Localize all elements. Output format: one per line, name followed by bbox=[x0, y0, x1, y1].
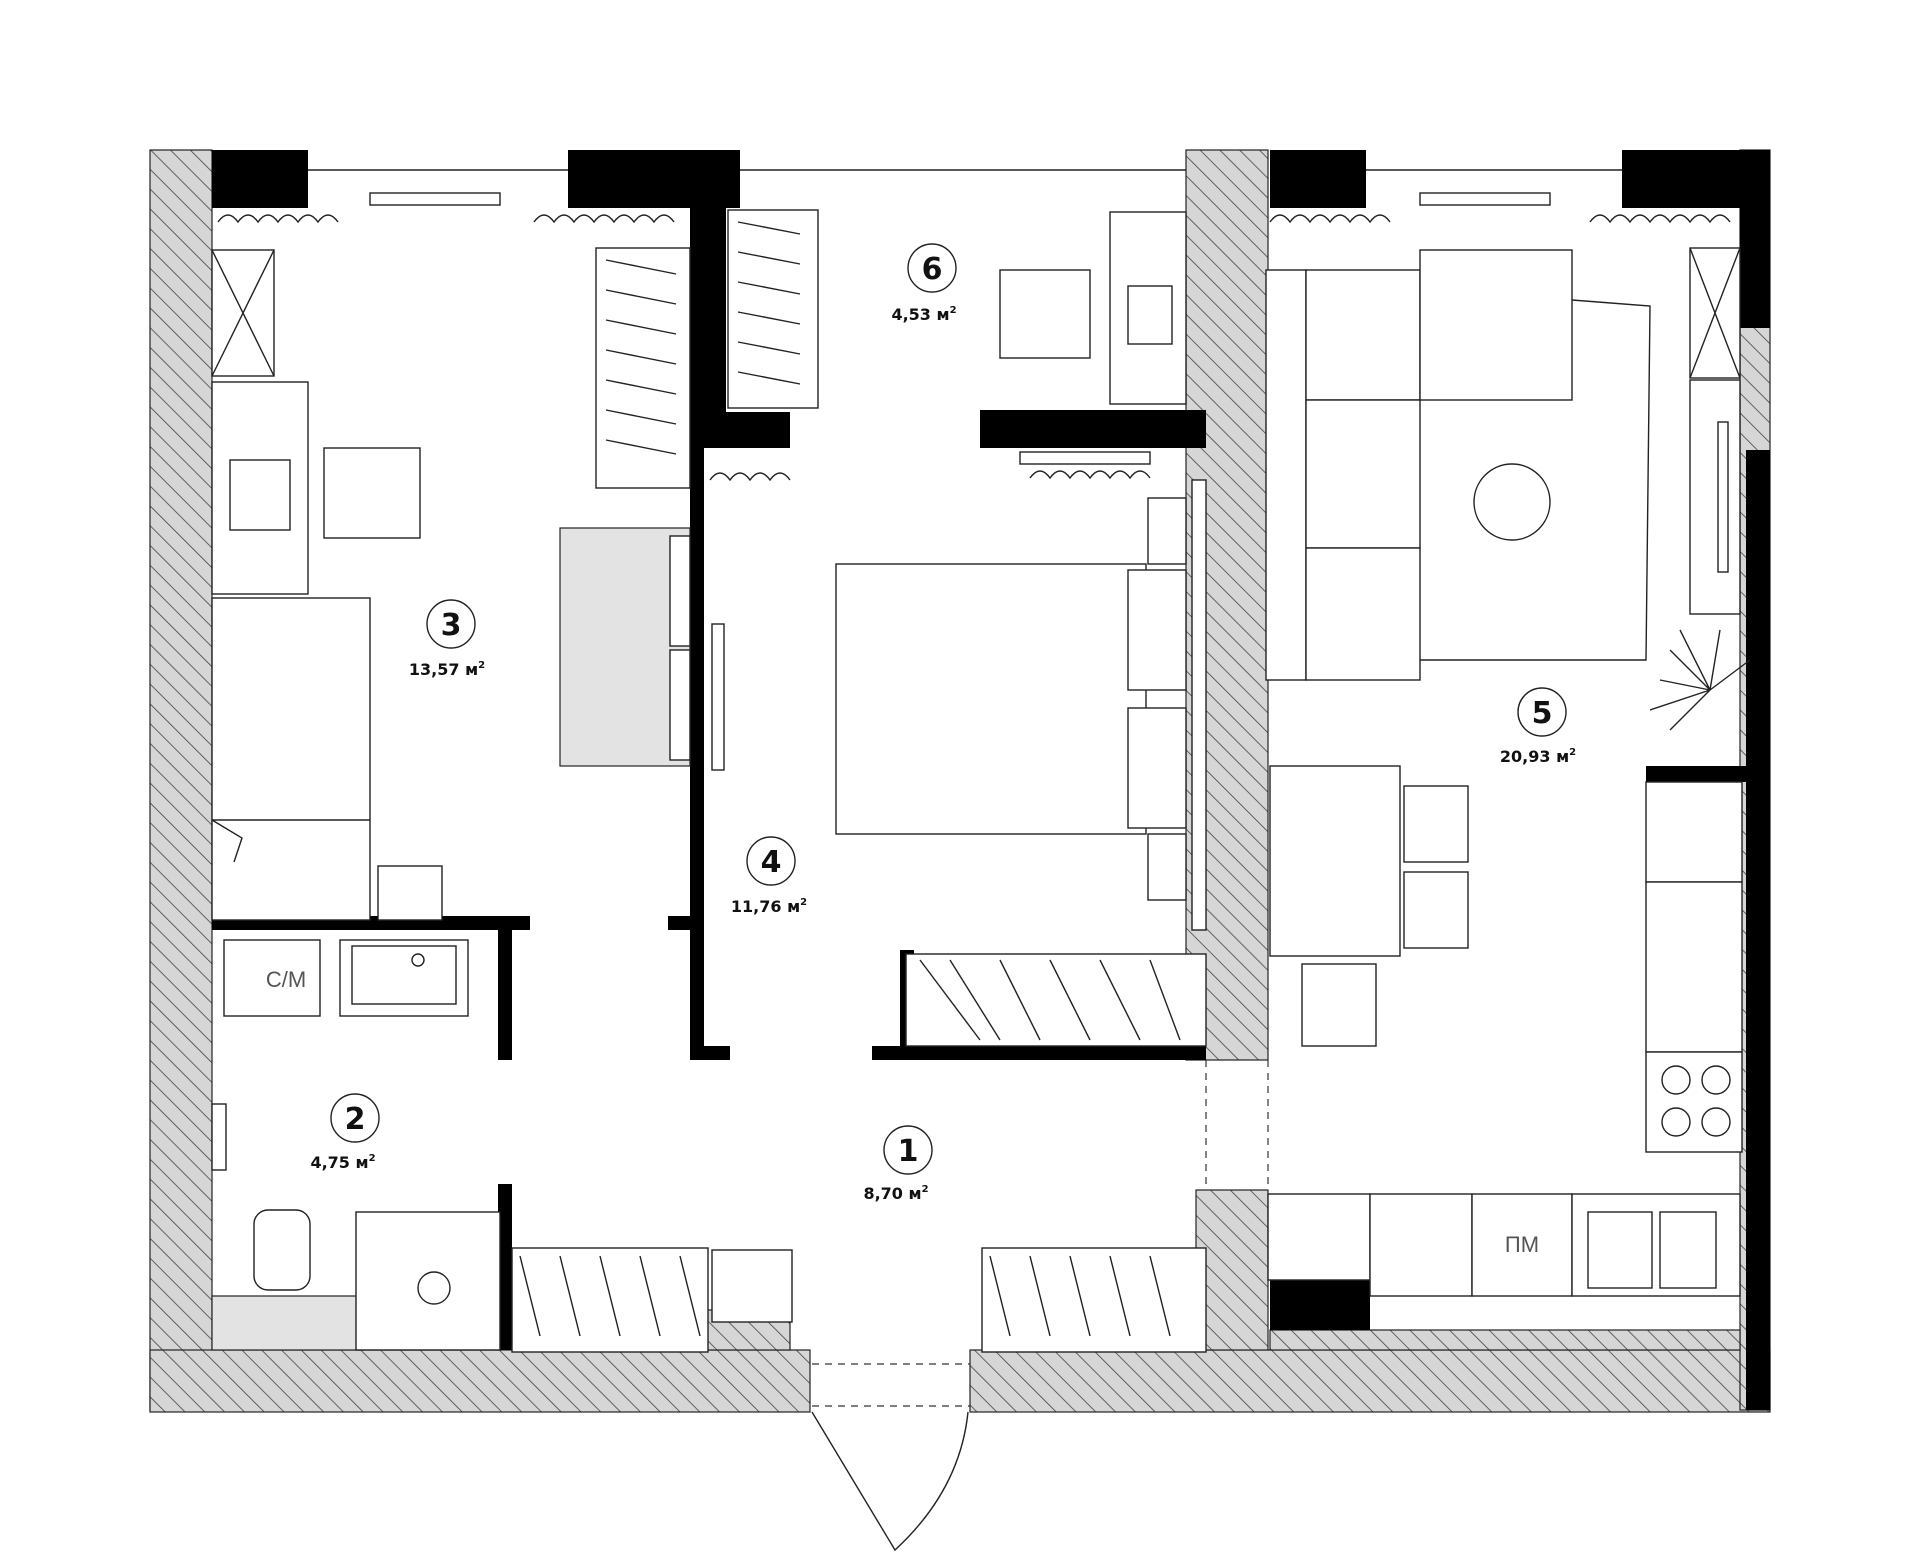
room-unit: м bbox=[937, 305, 950, 324]
washing-machine bbox=[223, 939, 321, 1017]
tv-icon bbox=[1717, 421, 1729, 573]
nightstand-bottom bbox=[1147, 833, 1187, 901]
room-number: 5 bbox=[1532, 696, 1553, 731]
bed-4 bbox=[835, 563, 1147, 835]
unit-exponent: 2 bbox=[922, 1184, 929, 1195]
room-unit: м bbox=[787, 897, 800, 916]
room-label-2: 2 4,75 м2 bbox=[310, 1093, 380, 1172]
room-unit: м bbox=[909, 1184, 922, 1203]
room-area: 20,93 bbox=[1500, 747, 1551, 766]
unit-exponent: 2 bbox=[800, 897, 807, 908]
shoe-bench bbox=[711, 1249, 793, 1323]
unit-exponent: 2 bbox=[950, 305, 957, 316]
nightstand-top bbox=[1147, 497, 1187, 565]
chair-6 bbox=[999, 269, 1091, 359]
hall-wardrobe-right bbox=[981, 1247, 1207, 1353]
room-number: 4 bbox=[761, 845, 782, 880]
svg-text:13,57 м2: 13,57 м2 bbox=[409, 660, 485, 679]
room-1-furniture bbox=[511, 1060, 1269, 1552]
svg-text:8,70 м2: 8,70 м2 bbox=[863, 1184, 928, 1203]
dining-chair bbox=[1403, 785, 1469, 863]
room-area: 13,57 bbox=[409, 660, 460, 679]
svg-text:4,53 м2: 4,53 м2 bbox=[891, 305, 956, 324]
hood bbox=[1645, 781, 1743, 883]
rug bbox=[559, 527, 691, 767]
room-number: 2 bbox=[345, 1102, 366, 1137]
dining-chair bbox=[1301, 963, 1377, 1047]
room-area: 4,75 bbox=[310, 1153, 349, 1172]
room-number: 3 bbox=[441, 608, 462, 643]
room-5-furniture bbox=[1265, 247, 1751, 1297]
room-unit: м bbox=[465, 660, 478, 679]
room-label-1: 1 8,70 м2 bbox=[863, 1125, 933, 1203]
room-4-furniture bbox=[711, 479, 1207, 1047]
unit-exponent: 2 bbox=[1569, 747, 1576, 758]
laptop-icon bbox=[229, 459, 291, 531]
sofa-chaise bbox=[1419, 249, 1573, 401]
room-label-6: 6 4,53 м2 bbox=[891, 243, 957, 324]
svg-text:11,76 м2: 11,76 м2 bbox=[731, 897, 807, 916]
laptop-icon bbox=[1127, 285, 1173, 345]
room-label-4: 4 11,76 м2 bbox=[731, 836, 807, 916]
cooktop bbox=[1645, 1051, 1743, 1153]
coffee-table bbox=[1473, 463, 1551, 541]
room-3-furniture bbox=[211, 247, 691, 921]
room-area: 11,76 bbox=[731, 897, 782, 916]
tv-icon bbox=[711, 623, 725, 771]
wardrobe bbox=[595, 247, 691, 489]
room-unit: м bbox=[1556, 747, 1569, 766]
dishwasher bbox=[1471, 1193, 1573, 1297]
dining-table bbox=[1269, 765, 1401, 957]
toilet bbox=[253, 1209, 311, 1291]
wardrobe-6 bbox=[727, 209, 819, 409]
unit-exponent: 2 bbox=[478, 660, 485, 671]
room-6-furniture bbox=[727, 209, 1187, 409]
svg-text:20,93 м2: 20,93 м2 bbox=[1500, 747, 1576, 766]
room-number: 6 bbox=[922, 252, 943, 287]
room-2-furniture bbox=[211, 939, 501, 1351]
room-unit: м bbox=[356, 1153, 369, 1172]
room-area: 4,53 bbox=[891, 305, 930, 324]
tv-stand bbox=[1689, 379, 1741, 615]
room-label-5: 5 20,93 м2 bbox=[1500, 687, 1576, 766]
nightstand bbox=[377, 865, 443, 921]
room-label-3: 3 13,57 м2 bbox=[409, 599, 485, 679]
sofa-back bbox=[1265, 269, 1307, 681]
chair bbox=[323, 447, 421, 539]
plant-icon bbox=[1649, 629, 1751, 731]
room-number: 1 bbox=[898, 1134, 919, 1169]
sofa-seat-1 bbox=[1305, 269, 1421, 401]
room-area: 8,70 bbox=[863, 1184, 902, 1203]
dining-chair bbox=[1403, 871, 1469, 949]
unit-exponent: 2 bbox=[369, 1153, 376, 1164]
dishwasher-label: ПМ bbox=[1505, 1232, 1539, 1257]
windows bbox=[217, 169, 1731, 482]
bed bbox=[211, 597, 371, 921]
wardrobe-4 bbox=[905, 953, 1207, 1047]
washing-machine-label: С/М bbox=[266, 967, 306, 992]
svg-text:4,75 м2: 4,75 м2 bbox=[310, 1153, 375, 1172]
sofa-seat-3 bbox=[1305, 547, 1421, 681]
sofa-seat-2 bbox=[1305, 399, 1421, 549]
hall-wardrobe-left bbox=[511, 1247, 709, 1353]
shower bbox=[355, 1211, 501, 1351]
